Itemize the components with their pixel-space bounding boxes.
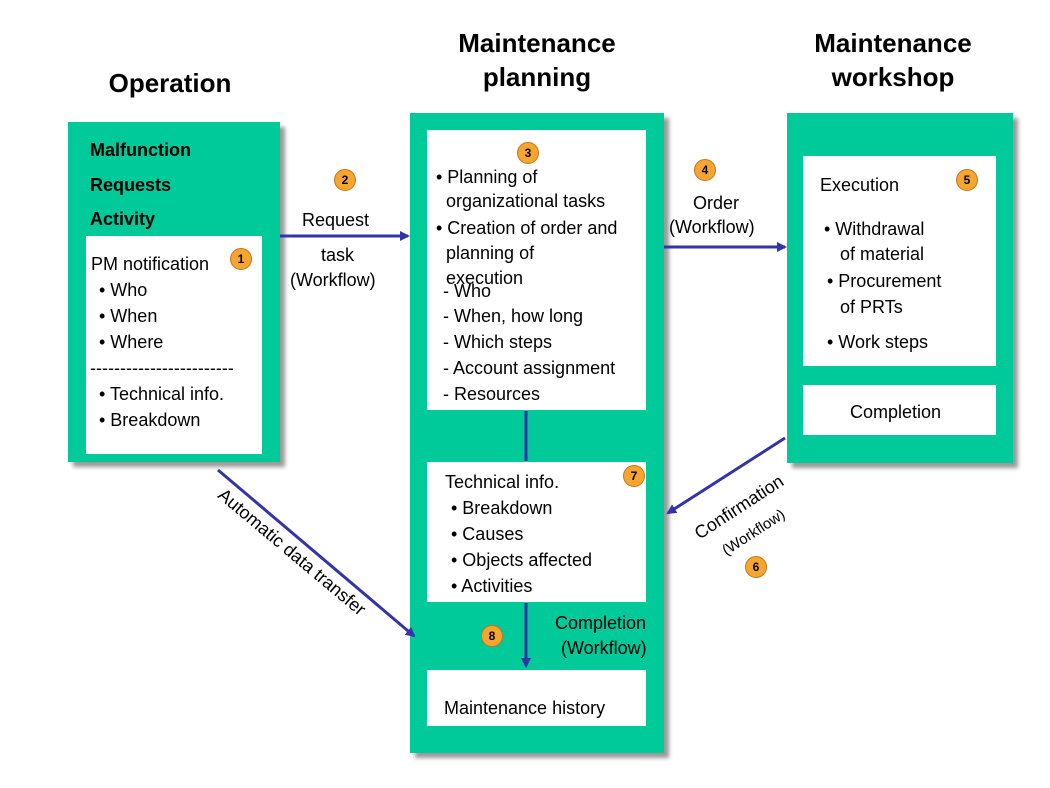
step-badge-1: 1: [230, 248, 252, 270]
workshop-title-line1: Maintenance: [814, 28, 972, 58]
technical-info-item: • Technical info.: [99, 384, 225, 404]
planning-item-1-cont: organizational tasks: [446, 191, 606, 211]
withdrawal-item: • Withdrawal: [824, 219, 925, 239]
maintenance-history-card: [427, 670, 646, 726]
technical-info-card: [427, 462, 646, 602]
procurement-item-cont: of PRTs: [840, 297, 903, 317]
pm-notification-card: [86, 236, 262, 454]
planning-steps: - Which steps: [443, 332, 553, 352]
completion-card: [803, 385, 996, 435]
execution-label: Execution: [820, 175, 900, 195]
requests-label: Requests: [90, 175, 172, 195]
execution-card: [803, 156, 996, 366]
planning-when: - When, how long: [443, 306, 584, 326]
completion-arrow-label: Completion: [555, 613, 647, 633]
planning-item-2: • Creation of order and: [436, 218, 618, 238]
planning-resources: - Resources: [443, 384, 541, 404]
workshop-title: Maintenance workshop: [773, 26, 1013, 94]
task-workflow-label: (Workflow): [290, 270, 376, 290]
automatic-transfer-arrow: [217, 468, 416, 638]
maintenance-history-label: Maintenance history: [444, 698, 606, 718]
where-item: • Where: [99, 332, 164, 352]
step-badge-6: 6: [745, 556, 767, 578]
operation-title: Operation: [108, 68, 232, 98]
completion-workflow-label: (Workflow): [561, 638, 647, 658]
order-label: Order: [693, 193, 740, 213]
technical-causes: • Causes: [451, 524, 524, 544]
malfunction-label: Malfunction: [90, 140, 191, 160]
planning-item-2-cont2: execution: [446, 268, 524, 288]
technical-breakdown: • Breakdown: [451, 498, 553, 518]
request-label: Request: [302, 210, 370, 230]
step-badge-4: 4: [694, 159, 716, 181]
planning-item-1: • Planning of: [436, 167, 538, 187]
technical-objects: • Objects affected: [451, 550, 593, 570]
step-badge-8: 8: [481, 625, 503, 647]
workshop-title-line2: workshop: [831, 62, 955, 92]
step-badge-7: 7: [623, 465, 645, 487]
planning-item-2-cont: planning of: [446, 243, 535, 263]
who-item: • Who: [99, 280, 148, 300]
breakdown-item: • Breakdown: [99, 410, 201, 430]
step-badge-3: 3: [517, 142, 539, 164]
step-badge-5: 5: [956, 169, 978, 191]
when-item: • When: [99, 306, 158, 326]
work-steps-item: • Work steps: [827, 332, 928, 352]
procurement-item: • Procurement: [827, 271, 942, 291]
completion-label: Completion: [850, 402, 942, 422]
planning-title-line2: planning: [482, 62, 592, 92]
activity-label: Activity: [90, 209, 156, 229]
technical-activities: • Activities: [451, 576, 533, 596]
planning-title: Maintenance planning: [412, 26, 662, 94]
planning-account: - Account assignment: [443, 358, 616, 378]
technical-info-title: Technical info.: [445, 472, 560, 492]
pm-notification-label: PM notification: [91, 254, 210, 274]
planning-tasks-card: [427, 130, 646, 410]
planning-who: - Who: [443, 281, 492, 301]
withdrawal-item-cont: of material: [840, 244, 925, 264]
step-badge-2: 2: [334, 169, 356, 191]
divider-line: ------------------------: [90, 358, 234, 378]
order-workflow-label: (Workflow): [669, 217, 755, 237]
planning-title-line1: Maintenance: [458, 28, 616, 58]
task-label: task: [321, 245, 355, 265]
confirmation-arrow: [666, 436, 786, 515]
